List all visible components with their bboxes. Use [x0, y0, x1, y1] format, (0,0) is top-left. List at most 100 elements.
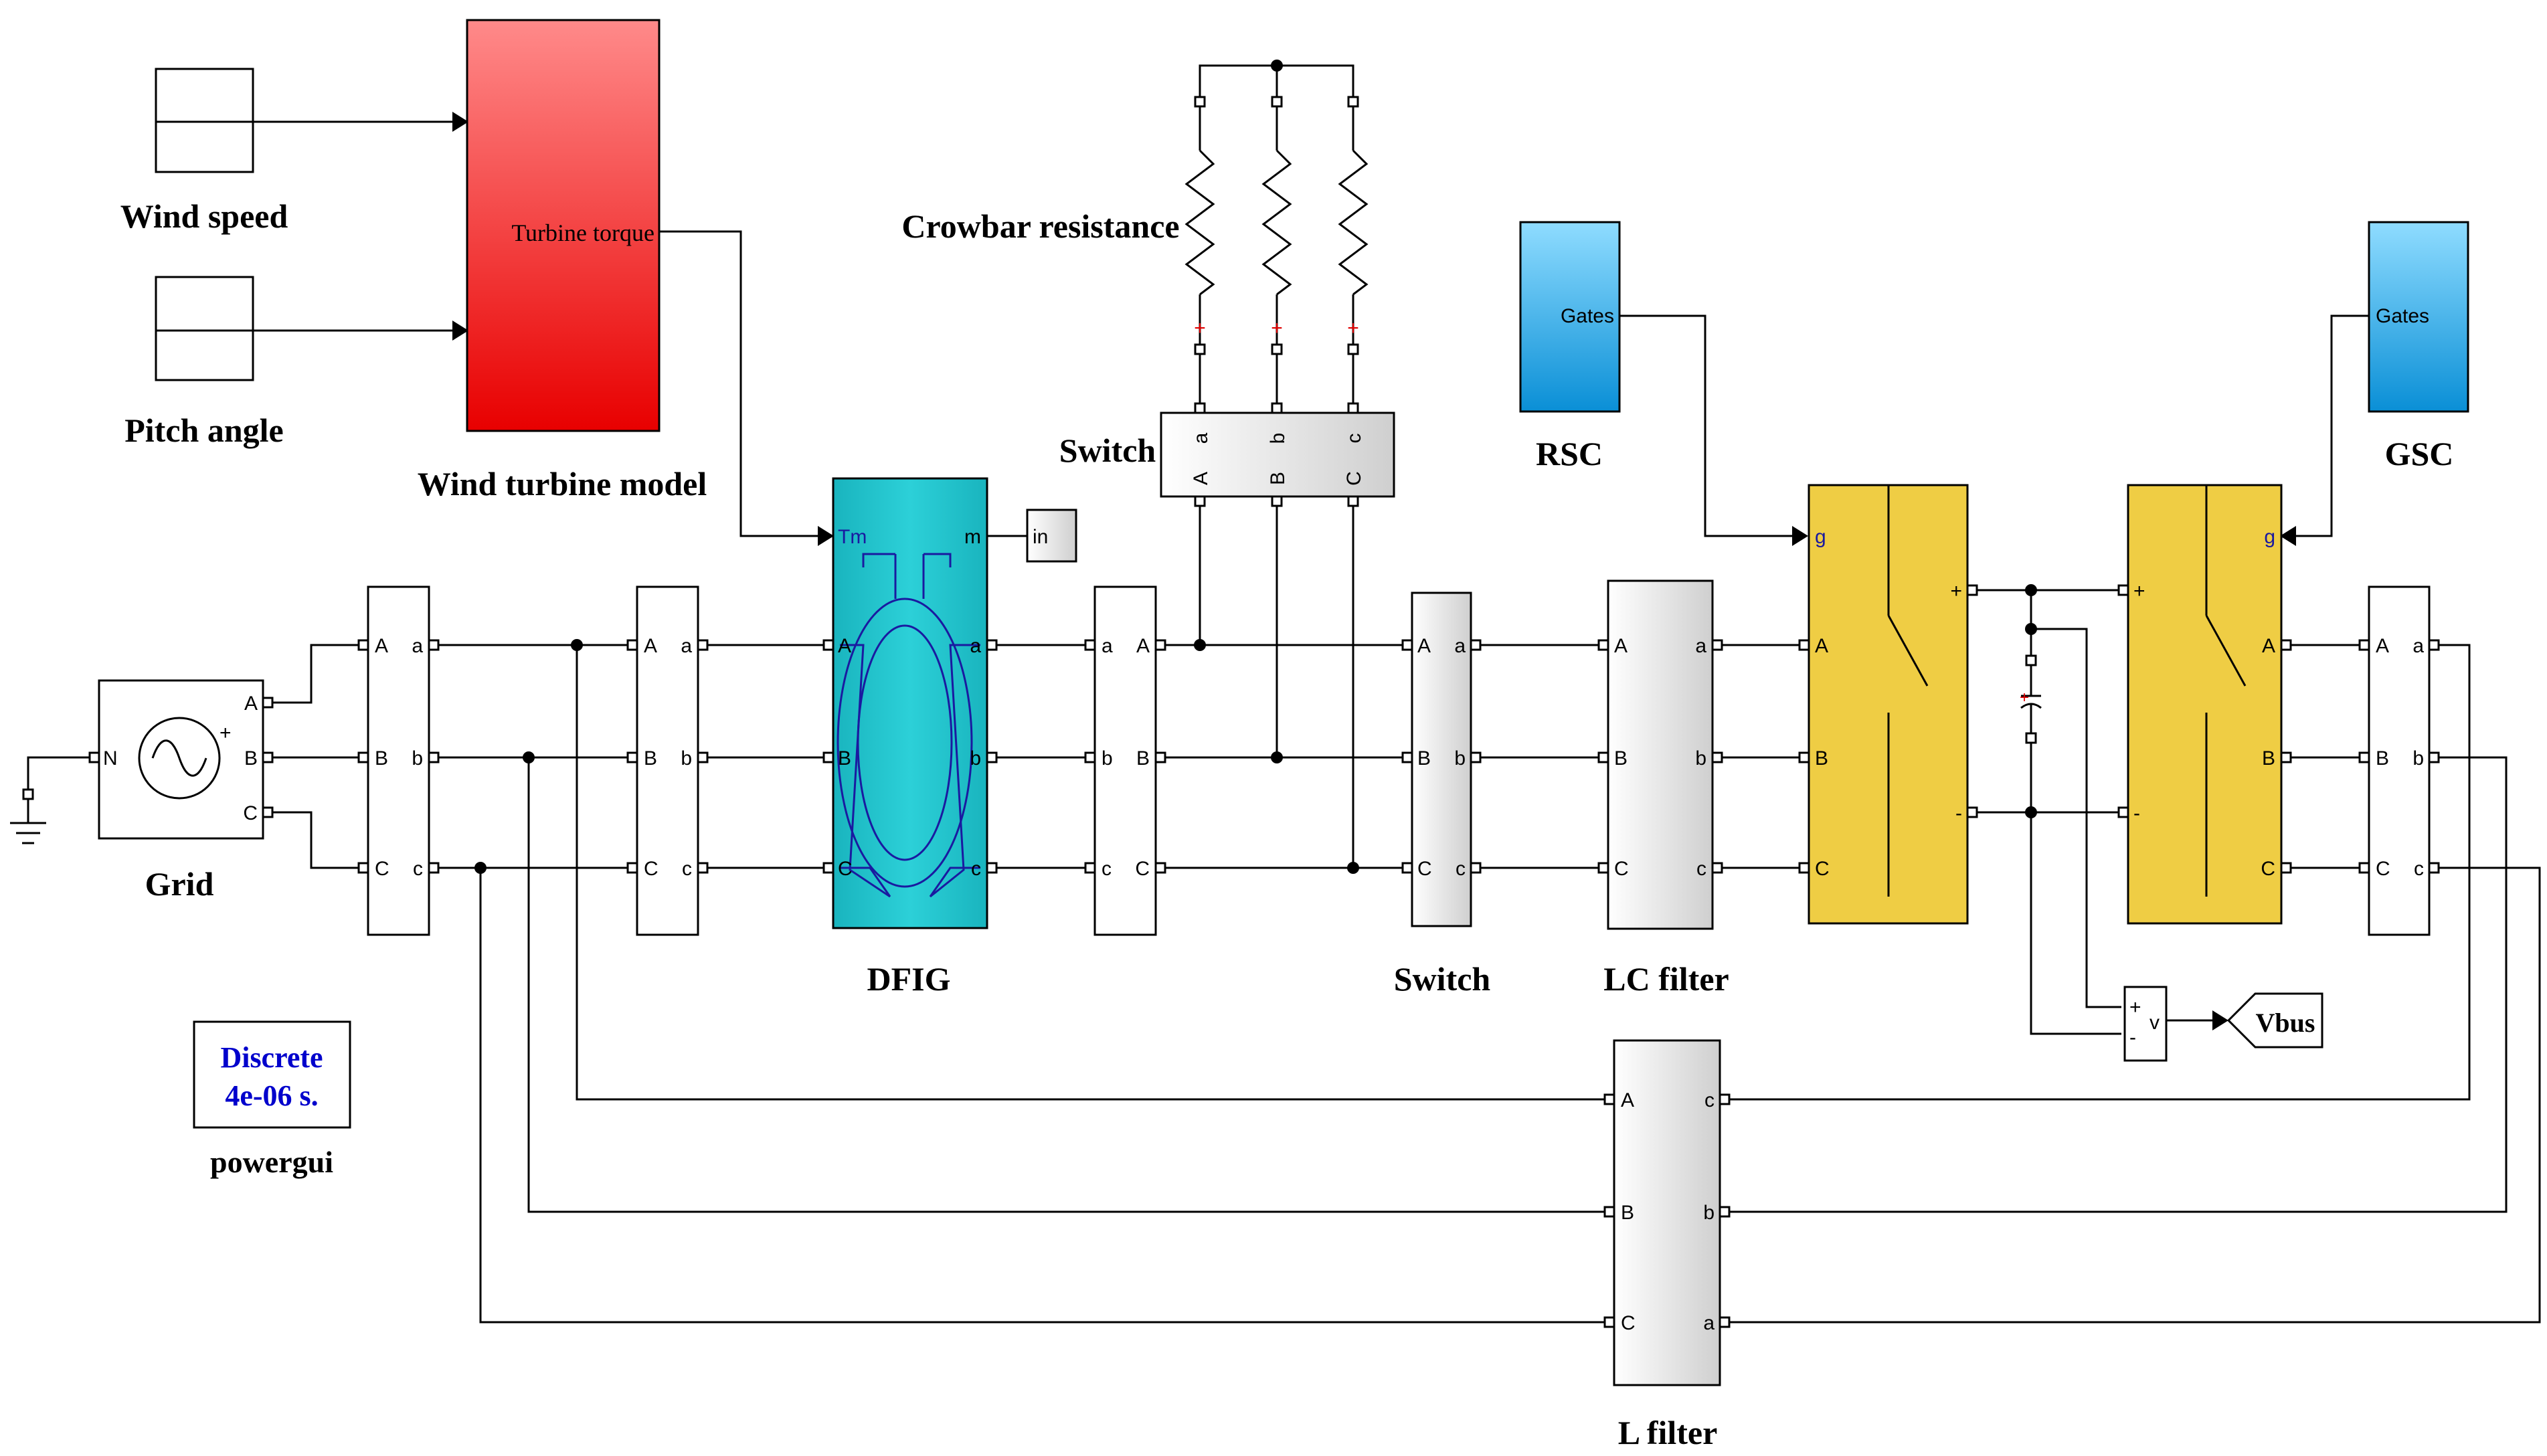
svg-text:Tm: Tm: [838, 526, 867, 548]
svg-text:a: a: [1102, 635, 1113, 657]
grid-port-c: C: [243, 802, 258, 824]
ground-icon: [10, 788, 46, 844]
svg-text:b: b: [1267, 433, 1289, 444]
svg-text:4e-06 s.: 4e-06 s.: [225, 1079, 318, 1112]
svg-text:B: B: [1614, 747, 1628, 769]
grid-port-a: A: [244, 693, 258, 715]
svg-text:C: C: [644, 858, 658, 880]
svg-text:C: C: [375, 858, 389, 880]
svg-text:C: C: [1614, 858, 1629, 880]
svg-text:+: +: [2129, 996, 2141, 1018]
svg-text:-: -: [1955, 802, 1962, 824]
lc-filter-block[interactable]: A B C a b c: [1597, 579, 1723, 930]
wind-turbine-block[interactable]: [466, 19, 661, 432]
svg-text:g: g: [1815, 526, 1826, 548]
svg-text:c: c: [1704, 1089, 1715, 1111]
svg-text:+: +: [1950, 580, 1962, 602]
rsc-converter-block[interactable]: g A B C + -: [1798, 484, 1978, 925]
svg-text:a: a: [1190, 432, 1212, 444]
svg-text:B: B: [1417, 747, 1431, 769]
svg-text:B: B: [1136, 747, 1150, 769]
svg-text:a: a: [1695, 635, 1706, 657]
svg-text:+: +: [1194, 317, 1206, 339]
crowbar-switch-block[interactable]: [1160, 412, 1395, 498]
grid-label: Grid: [145, 865, 214, 903]
svg-text:A: A: [644, 635, 657, 657]
svg-text:a: a: [2412, 635, 2424, 657]
grid-source-block[interactable]: [98, 679, 264, 840]
svg-text:+: +: [2133, 580, 2145, 602]
svg-text:b: b: [412, 747, 423, 769]
svg-text:b: b: [970, 747, 981, 769]
dc-capacitor-icon[interactable]: +: [2020, 654, 2042, 744]
bus-block-3[interactable]: a b c A B C: [1084, 585, 1166, 936]
wind-speed-block[interactable]: [155, 68, 254, 173]
svg-text:C: C: [1621, 1312, 1636, 1334]
svg-text:a: a: [970, 635, 981, 657]
svg-text:A: A: [2262, 635, 2275, 657]
crowbar-switch-label: Switch: [1059, 432, 1156, 469]
dfig-block[interactable]: Tm m A B C a b c: [822, 477, 998, 929]
svg-text:a: a: [1703, 1312, 1715, 1334]
switch-mid-block[interactable]: A B C a b c: [1401, 592, 1482, 927]
svg-text:m: m: [964, 526, 981, 548]
svg-text:-: -: [2133, 802, 2140, 824]
svg-text:c: c: [682, 858, 692, 880]
rsc-gates-port: Gates: [1561, 305, 1614, 327]
svg-text:Discrete: Discrete: [220, 1041, 323, 1074]
svg-text:a: a: [681, 635, 692, 657]
svg-text:B: B: [644, 747, 657, 769]
svg-text:in: in: [1033, 526, 1048, 548]
pitch-angle-block[interactable]: [155, 276, 254, 381]
bus-block-4[interactable]: A B C a b c: [2358, 585, 2440, 936]
wind-speed-label: Wind speed: [120, 197, 288, 235]
crowbar-resistors[interactable]: + + +: [1184, 96, 1369, 355]
svg-text:B: B: [2376, 747, 2389, 769]
switch-mid-label: Switch: [1394, 960, 1491, 998]
gsc-gates-port: Gates: [2376, 305, 2429, 327]
svg-text:A: A: [1417, 635, 1431, 657]
svg-text:A: A: [1136, 635, 1150, 657]
gsc-gates-block[interactable]: [2368, 221, 2469, 413]
in-block[interactable]: in: [1026, 509, 1077, 563]
rsc-label: RSC: [1536, 435, 1603, 472]
bus-block-2[interactable]: A B C a b c: [626, 585, 709, 936]
svg-text:g: g: [2264, 526, 2275, 548]
grid-port-b: B: [244, 747, 258, 769]
svg-text:b: b: [1703, 1202, 1715, 1224]
svg-text:A: A: [2376, 635, 2389, 657]
svg-text:A: A: [375, 635, 388, 657]
rsc-gates-block[interactable]: [1519, 221, 1621, 413]
gsc-converter-block[interactable]: + - g A B C: [2117, 484, 2292, 925]
svg-text:b: b: [681, 747, 692, 769]
grid-source-icon: +: [138, 717, 232, 800]
powergui-block[interactable]: Discrete 4e-06 s.: [193, 1020, 351, 1129]
bus-block-1[interactable]: A B C a b c: [357, 585, 440, 936]
svg-text:A: A: [1614, 635, 1628, 657]
svg-text:a: a: [1454, 635, 1466, 657]
svg-text:A: A: [1190, 472, 1212, 485]
svg-text:A: A: [1621, 1089, 1634, 1111]
svg-text:C: C: [1417, 858, 1432, 880]
svg-text:+: +: [1347, 317, 1359, 339]
svg-text:B: B: [375, 747, 388, 769]
l-filter-label: L filter: [1618, 1414, 1718, 1451]
gsc-label: GSC: [2385, 435, 2454, 472]
grid-port-n: N: [103, 747, 118, 769]
svg-text:c: c: [1343, 434, 1365, 444]
svg-text:B: B: [2262, 747, 2275, 769]
vbus-goto-block[interactable]: Vbus: [2226, 992, 2323, 1049]
pitch-angle-label: Pitch angle: [124, 412, 283, 449]
voltage-measurement-block[interactable]: + - v: [2123, 986, 2168, 1062]
svg-text:C: C: [1343, 471, 1365, 486]
svg-text:C: C: [1135, 858, 1150, 880]
crowbar-resistance-label: Crowbar resistance: [901, 207, 1179, 245]
l-filter-block[interactable]: A B C c b a: [1603, 1039, 1731, 1386]
turbine-torque-port-label: Turbine torque: [511, 219, 654, 246]
crowbar-switch-ports: a b c A B C: [1190, 402, 1365, 507]
svg-text:+: +: [219, 722, 232, 744]
svg-text:B: B: [1267, 472, 1289, 485]
svg-text:v: v: [2149, 1012, 2160, 1034]
svg-text:C: C: [2261, 858, 2275, 880]
